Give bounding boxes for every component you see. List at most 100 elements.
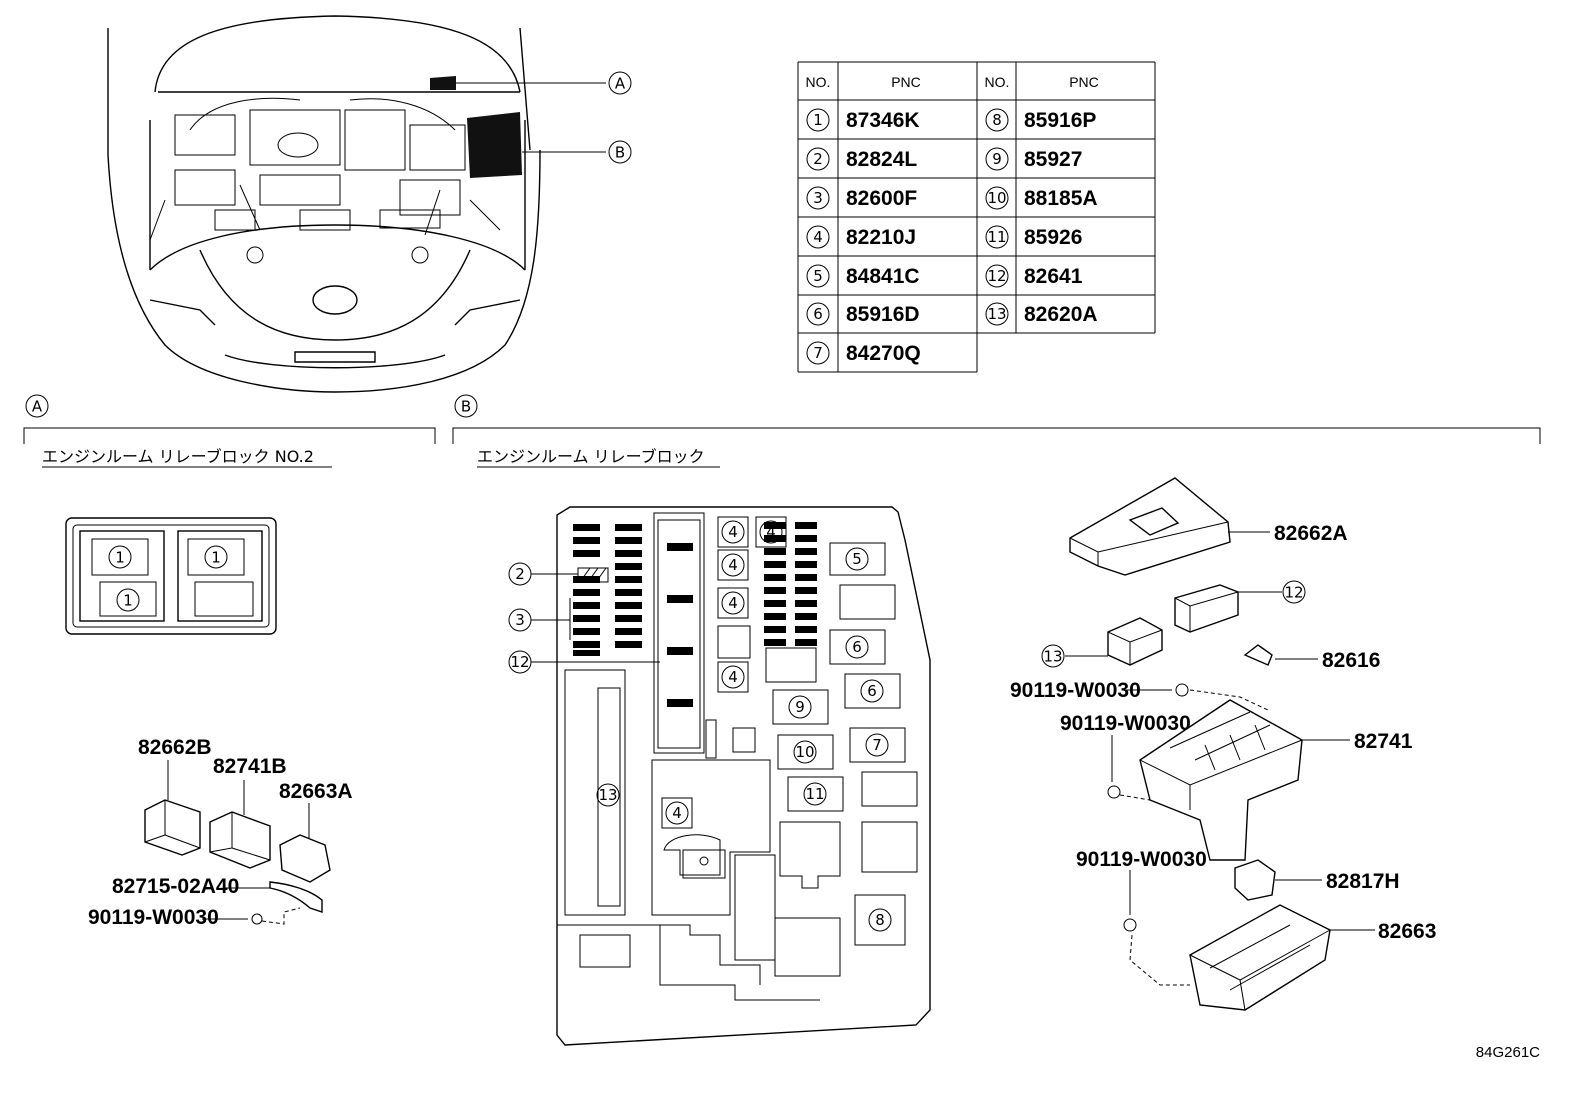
- vehicle-engine-bay-illustration: A B: [107, 15, 632, 393]
- part-82663: 82663: [1378, 920, 1436, 943]
- part-90119-w0030-b3: 90119-W0030: [1076, 848, 1207, 871]
- fuse: [764, 548, 786, 555]
- section-b: B エンジンルーム リレーブロック: [452, 394, 1541, 1046]
- fuse: [667, 699, 693, 707]
- table-no-circle: [985, 302, 1009, 326]
- fuse: [615, 563, 642, 570]
- table-no-circle: [806, 225, 830, 249]
- fuse: [795, 587, 817, 594]
- table-no: 12: [987, 267, 1006, 285]
- fuse: [795, 535, 817, 542]
- table-no-circle: [985, 108, 1009, 132]
- part-82817h: 82817H: [1326, 870, 1400, 893]
- fuse: [795, 639, 817, 646]
- fuse: [795, 626, 817, 633]
- block-b-label: 6: [852, 638, 862, 656]
- fuse: [573, 641, 600, 648]
- table-no-circle: [985, 225, 1009, 249]
- table-pnc: 82824L: [846, 148, 917, 171]
- fuse: [795, 522, 817, 529]
- fuse: [615, 537, 642, 544]
- fuse: [615, 628, 642, 635]
- part-82662b: 82662B: [138, 736, 212, 759]
- fuse: [667, 647, 693, 655]
- block-b-label: 3: [515, 611, 525, 629]
- block-b-circle: [845, 635, 869, 659]
- fuse: [764, 574, 786, 581]
- fuse: [573, 537, 600, 544]
- fuse: [615, 524, 642, 531]
- fuse: [795, 600, 817, 607]
- block-b-circle: [803, 782, 827, 806]
- fuse: [573, 550, 600, 557]
- fuse: [573, 524, 600, 531]
- table-no: 4: [813, 228, 823, 246]
- table-no: 6: [813, 305, 823, 323]
- fuse: [795, 548, 817, 555]
- fuse: [573, 602, 600, 609]
- fuse: [795, 561, 817, 568]
- table-pnc: 85916P: [1024, 109, 1096, 132]
- table-pnc: 85916D: [846, 303, 920, 326]
- part-82741b: 82741B: [213, 755, 287, 778]
- table-header-no-1: NO.: [806, 74, 831, 90]
- section-a-marker: A: [32, 398, 43, 416]
- fuse: [764, 561, 786, 568]
- block-b-circle: [596, 783, 620, 807]
- table-no: 10: [987, 189, 1006, 207]
- section-b-title: エンジンルーム リレーブロック: [477, 447, 705, 466]
- table-no: 8: [992, 111, 1002, 129]
- part-90119-w0030-b1: 90119-W0030: [1010, 679, 1141, 702]
- block-b-label: 6: [867, 682, 877, 700]
- section-b-marker: B: [461, 398, 471, 416]
- block-b-label: 5: [852, 550, 862, 568]
- table-header-pnc-2: PNC: [1069, 74, 1099, 90]
- fuse: [615, 641, 642, 648]
- block-b-label: 4: [728, 523, 738, 541]
- block-b-label: 7: [872, 736, 882, 754]
- block-b-label: 4: [728, 594, 738, 612]
- block-a-label-1: 1: [115, 549, 125, 567]
- part-82662a: 82662A: [1274, 522, 1348, 545]
- table-no-circle: [806, 302, 830, 326]
- block-b-circle: [860, 679, 884, 703]
- fuse: [764, 613, 786, 620]
- block-b-label: 8: [875, 911, 885, 929]
- section-a: A エンジンルーム リレーブロック NO.2 1 1 1 82662B 8274…: [23, 394, 436, 929]
- block-b-circle: [721, 553, 745, 577]
- part-90119-w0030-a: 90119-W0030: [88, 906, 219, 929]
- block-b-circle: [788, 695, 812, 719]
- fuse: [573, 589, 600, 596]
- part-82741: 82741: [1354, 730, 1413, 753]
- table-no: 3: [813, 189, 823, 207]
- table-no: 7: [813, 344, 823, 362]
- table-no: 5: [813, 267, 823, 285]
- block-b-label: 12: [510, 653, 529, 671]
- table-no-circle: [806, 186, 830, 210]
- table-no: 2: [813, 150, 823, 168]
- block-b-label: 9: [795, 698, 805, 716]
- fuse: [615, 550, 642, 557]
- block-a-label-2: 1: [211, 549, 221, 567]
- part-90119-w0030-b2: 90119-W0030: [1060, 712, 1191, 735]
- table-no-circle: [806, 147, 830, 171]
- fuse: [764, 639, 786, 646]
- table-no: 13: [987, 305, 1006, 323]
- block-b-label: 2: [515, 565, 525, 583]
- fuse: [573, 615, 600, 622]
- table-no-circle: [806, 264, 830, 288]
- fuse: [573, 576, 600, 583]
- fuse: [573, 650, 600, 656]
- block-b-circle: [845, 547, 869, 571]
- table-pnc: 82641: [1024, 265, 1083, 288]
- part-82663a: 82663A: [279, 780, 353, 803]
- fuse: [615, 589, 642, 596]
- table-pnc: 82210J: [846, 226, 916, 249]
- table-header-pnc-1: PNC: [891, 74, 921, 90]
- block-b-label: 4: [728, 556, 738, 574]
- part-12-label: 12: [1284, 584, 1303, 602]
- fuse: [764, 626, 786, 633]
- callout-a-label: A: [615, 75, 626, 93]
